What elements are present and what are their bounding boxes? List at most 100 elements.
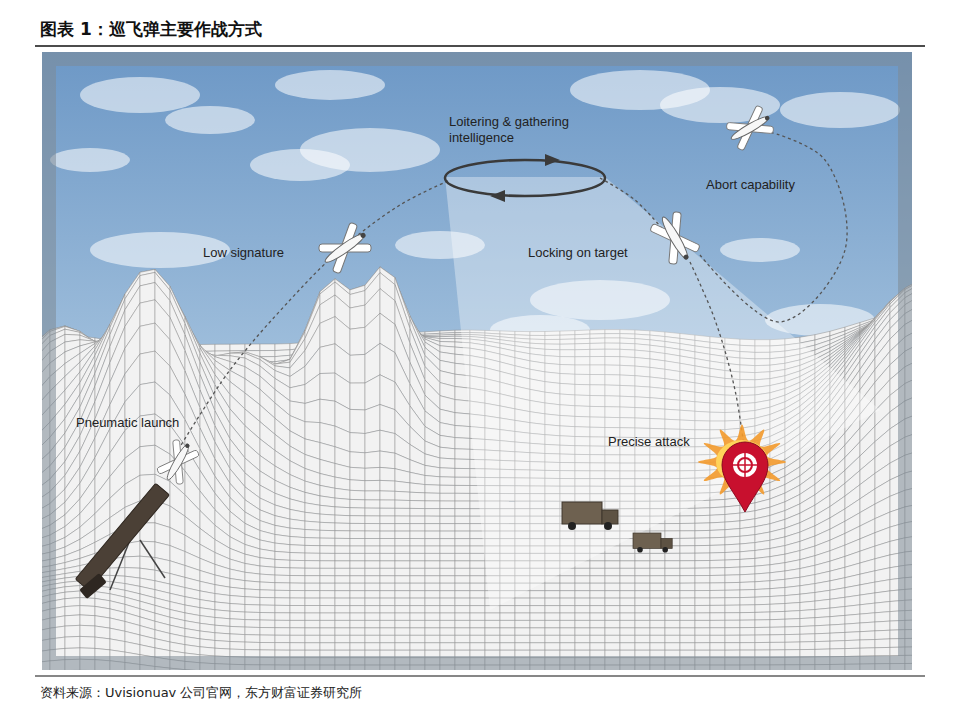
mesh-cell [455, 509, 470, 517]
mesh-cell [725, 521, 740, 530]
mesh-cell [395, 524, 410, 532]
mesh-cell [350, 576, 365, 583]
mesh-cell [380, 553, 395, 561]
mesh-cell [680, 523, 695, 531]
mesh-cell [470, 546, 485, 553]
mesh-cell [320, 538, 335, 546]
mesh-cell [455, 485, 470, 493]
mesh-cell [455, 561, 470, 568]
mesh-cell [365, 451, 380, 468]
mesh-cell [710, 507, 725, 515]
mesh-cell [380, 500, 395, 508]
mesh-cell [260, 566, 275, 575]
mesh-cell [710, 553, 725, 561]
mesh-cell [275, 543, 290, 552]
mesh-cell [320, 568, 335, 576]
mesh-cell [680, 538, 695, 546]
mesh-cell [710, 575, 725, 583]
mesh-cell [245, 589, 260, 598]
mesh-cell [305, 591, 320, 599]
mesh-cell [410, 472, 425, 484]
mesh-cell [440, 485, 455, 493]
mesh-cell [575, 576, 590, 583]
mesh-cell [305, 374, 320, 404]
mesh-cell [380, 539, 395, 547]
mesh-cell [365, 500, 380, 508]
mesh-cell [395, 539, 410, 547]
mesh-cell [350, 553, 365, 561]
mesh-cell [710, 537, 725, 545]
mesh-cell [545, 583, 560, 591]
mesh-cell [350, 327, 365, 355]
mesh-cell [335, 515, 350, 523]
mesh-cell [410, 539, 425, 547]
cloud [720, 238, 800, 262]
mesh-cell [425, 568, 440, 576]
cloud [80, 77, 200, 113]
mesh-cell [380, 524, 395, 532]
mesh-cell [650, 568, 665, 576]
mesh-cell [350, 305, 365, 329]
mesh-cell [260, 344, 275, 351]
mesh-cell [440, 546, 455, 553]
mesh-cell [350, 568, 365, 576]
mesh-cell [455, 546, 470, 553]
mesh-cell [275, 583, 290, 591]
mesh-cell [365, 405, 380, 434]
mesh-cell [380, 576, 395, 583]
mesh-cell [695, 508, 710, 516]
mesh-cell [605, 561, 620, 568]
mesh-cell [725, 544, 740, 553]
mesh-cell [665, 568, 680, 575]
mesh-cell [425, 465, 440, 476]
mesh-cell [440, 447, 455, 459]
mesh-cell [305, 553, 320, 561]
mesh-cell [365, 480, 380, 491]
mesh-cell [740, 543, 755, 552]
mesh-cell [350, 561, 365, 568]
mesh-cell [680, 553, 695, 561]
mesh-cell [305, 583, 320, 590]
mesh-cell [350, 452, 365, 469]
mesh-cell [725, 552, 740, 560]
mesh-cell [350, 531, 365, 539]
mesh-cell [680, 568, 695, 576]
mesh-cell [440, 561, 455, 568]
mesh-cell [335, 583, 350, 591]
mesh-cell [710, 499, 725, 507]
mesh-cell [230, 344, 245, 351]
mesh-cell [380, 508, 395, 516]
mesh-cell [695, 553, 710, 561]
mesh-cell [335, 591, 350, 598]
mesh-cell [380, 516, 395, 524]
mesh-cell [560, 583, 575, 591]
mesh-cell [740, 566, 755, 575]
mesh-cell [440, 583, 455, 591]
mesh-cell [320, 553, 335, 561]
mesh-cell [365, 583, 380, 591]
mesh-cell [410, 591, 425, 598]
mesh-cell [380, 546, 395, 553]
mesh-cell [410, 531, 425, 539]
mesh-cell [635, 583, 650, 591]
mesh-cell [635, 553, 650, 561]
title-rule [35, 45, 925, 47]
mesh-cell [410, 524, 425, 532]
mesh-cell [335, 488, 350, 499]
mesh-cell [455, 524, 470, 532]
mesh-cell [755, 581, 770, 590]
mesh-cell [680, 561, 695, 569]
mesh-cell [395, 469, 410, 483]
mesh-cell [725, 513, 740, 522]
mesh-cell [350, 490, 365, 500]
mesh-cell [380, 480, 395, 491]
mesh-cell [305, 521, 320, 530]
mesh-cell [455, 531, 470, 539]
mesh-cell [320, 591, 335, 599]
mesh-cell [440, 501, 455, 509]
mesh-cell [440, 553, 455, 561]
mesh-cell [455, 438, 470, 450]
mesh-cell [455, 539, 470, 546]
mesh-cell [710, 522, 725, 530]
mesh-cell [455, 553, 470, 561]
